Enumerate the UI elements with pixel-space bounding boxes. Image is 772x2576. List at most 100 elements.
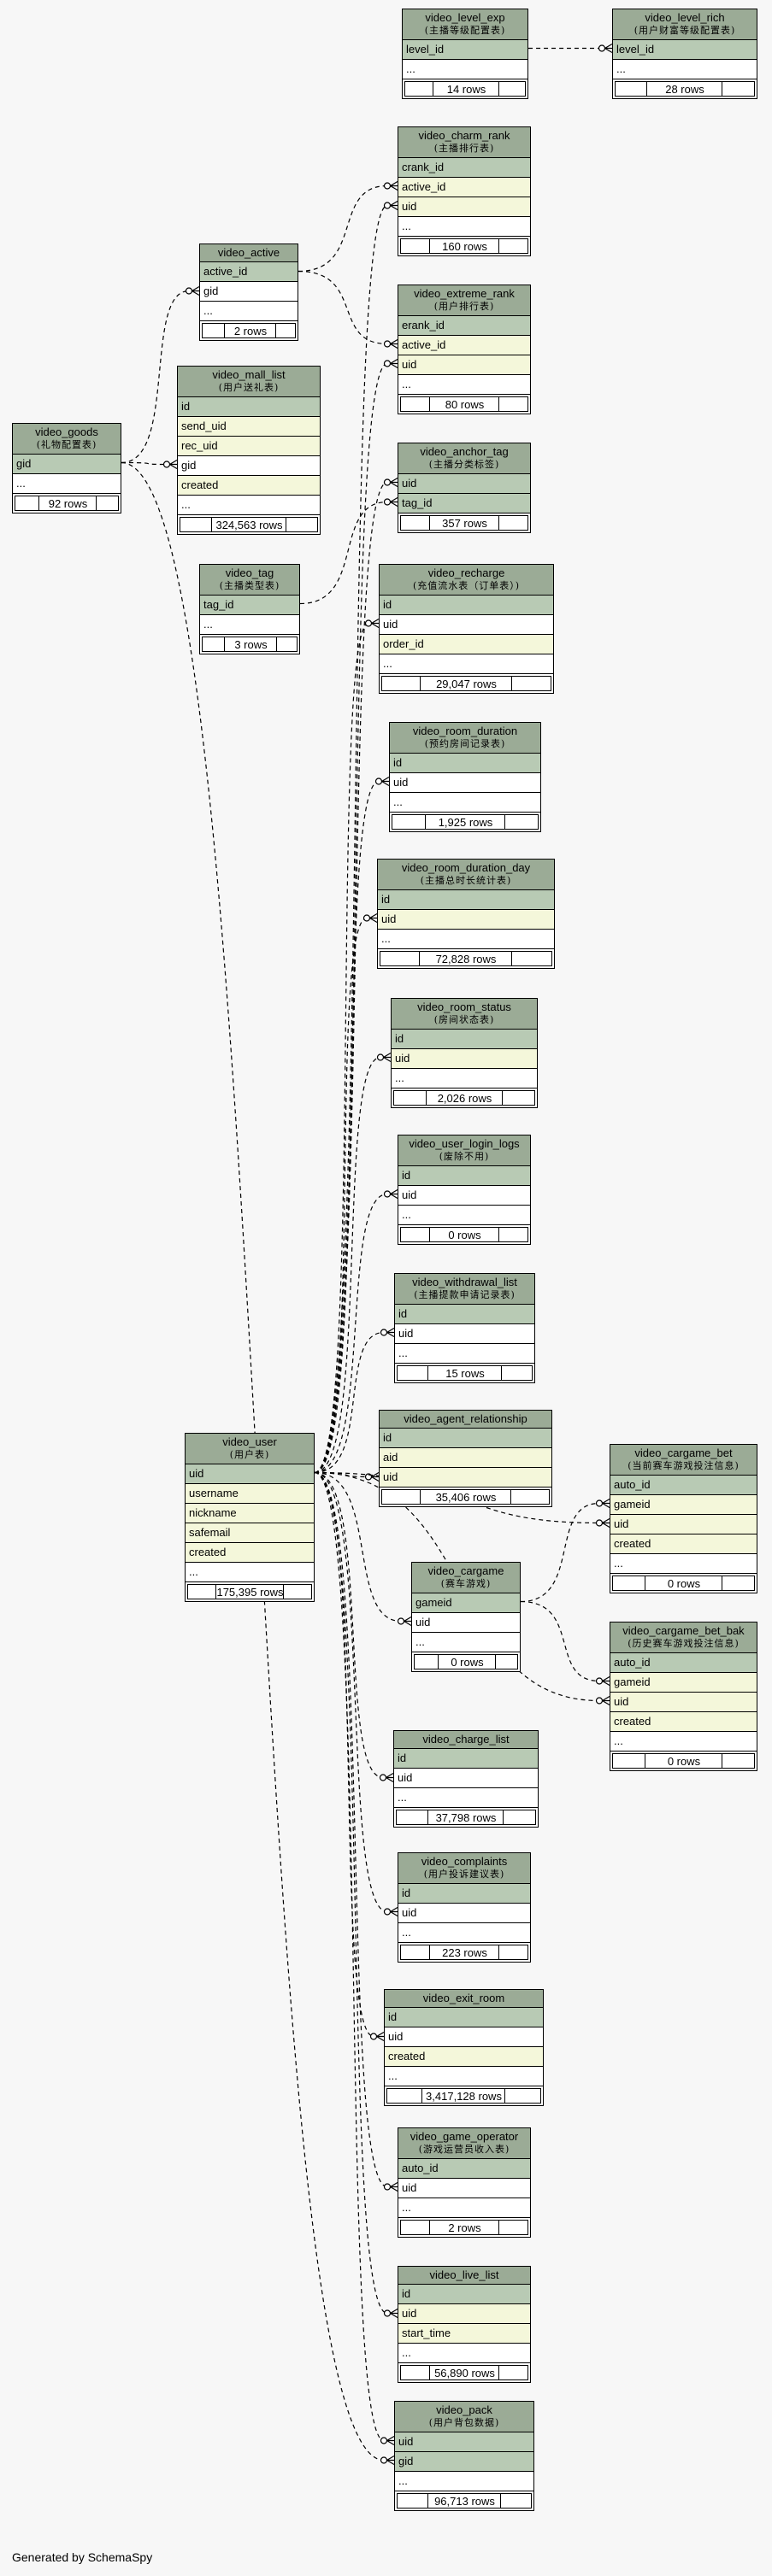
crows-foot-marker (404, 1616, 412, 1627)
relationship-edge (298, 185, 388, 273)
table-comment: (主播排行表) (433, 143, 495, 154)
row-count: 3,417,128 rows (421, 2088, 506, 2104)
row-count: 2 rows (429, 2220, 500, 2235)
footer-cell (722, 81, 755, 97)
column-row: created (610, 1712, 757, 1732)
footer-cell (498, 1945, 528, 1960)
column-row: ... (398, 1206, 530, 1225)
footer-cell (498, 1227, 528, 1242)
column-row: ... (398, 375, 530, 395)
row-count: 0 rows (645, 1753, 723, 1769)
column-row: id (385, 2008, 543, 2027)
table-comment: (礼物配置表) (36, 439, 97, 450)
row-count-footer: 0 rows (610, 1574, 757, 1593)
table-header: video_live_list (398, 2267, 530, 2285)
table-header: video_withdrawal_list(主播提款申请记录表) (395, 1274, 534, 1305)
optional-marker (162, 461, 171, 468)
column-row: ... (13, 474, 121, 494)
row-count: 56,890 rows (429, 2365, 500, 2380)
column-row: uid (398, 2179, 530, 2198)
table-video-goods: video_goods(礼物配置表)gid...92 rows (12, 423, 121, 513)
row-count: 80 rows (429, 396, 500, 412)
optional-marker (383, 478, 392, 486)
column-row: active_id (398, 336, 530, 355)
table-comment: (主播等级配置表) (424, 25, 506, 36)
row-count-footer: 96,713 rows (395, 2491, 533, 2510)
table-comment: (当前赛车游戏投注信息) (628, 1460, 740, 1471)
optional-marker (380, 2437, 388, 2444)
row-count-footer: 0 rows (412, 1652, 520, 1671)
optional-marker (383, 182, 392, 190)
column-row: gid (395, 2452, 533, 2472)
relationship-edge (121, 461, 168, 466)
relationship-edge (314, 1056, 381, 1474)
column-row: ... (398, 1923, 530, 1943)
optional-marker (380, 1329, 388, 1336)
column-row: ... (178, 496, 320, 515)
column-row: uid (398, 355, 530, 375)
column-row: uid (378, 910, 554, 930)
optional-marker (362, 914, 371, 922)
column-row: id (398, 2285, 530, 2304)
column-row: send_uid (178, 417, 320, 437)
crows-foot-marker (390, 200, 398, 211)
table-name: video_level_rich (645, 11, 725, 24)
row-count-footer: 37,798 rows (394, 1808, 538, 1827)
table-header: video_room_duration(预约房间记录表) (390, 723, 540, 754)
crows-foot-marker (602, 1695, 610, 1706)
column-row: ... (398, 217, 530, 237)
row-count-footer: 2 rows (398, 2218, 530, 2237)
column-row: ... (395, 2472, 533, 2491)
row-count-footer: 223 rows (398, 1943, 530, 1962)
footer-cell (503, 1810, 536, 1825)
table-name: video_game_operator (410, 2130, 519, 2143)
column-row: created (610, 1534, 757, 1554)
table-header: video_pack(用户背包数据) (395, 2402, 533, 2432)
row-count-footer: 35,406 rows (380, 1488, 551, 1506)
crows-foot-marker (390, 358, 398, 369)
footer-cell (392, 814, 427, 830)
table-name: video_room_status (417, 1000, 511, 1013)
crows-foot-marker (369, 912, 378, 924)
table-comment: (预约房间记录表) (424, 738, 506, 749)
optional-marker (383, 1190, 392, 1198)
footer-cell (502, 1090, 535, 1106)
column-row: ... (390, 793, 540, 813)
table-header: video_cargame_bet_bak(历史赛车游戏投注信息) (610, 1622, 757, 1653)
table-comment: (历史赛车游戏投注信息) (628, 1638, 740, 1649)
relationship-edge (314, 1471, 388, 1913)
table-name: video_user (222, 1435, 277, 1448)
column-row: username (186, 1484, 314, 1504)
column-row: erank_id (398, 316, 530, 336)
footer-cell (612, 1753, 646, 1769)
footer-cell (96, 496, 119, 511)
row-count: 72,828 rows (419, 951, 513, 966)
footer-cell (404, 81, 434, 97)
column-row: uid (186, 1464, 314, 1484)
footer-cell (397, 2493, 429, 2509)
column-row: uid (380, 615, 553, 635)
column-row: id (394, 1749, 538, 1769)
table-video-level-exp: video_level_exp(主播等级配置表)level_id...14 ro… (402, 9, 528, 99)
table-name: video_cargame_bet (634, 1446, 733, 1459)
crows-foot-marker (390, 2181, 398, 2192)
column-row: ... (395, 1344, 534, 1364)
column-row: uid (392, 1049, 537, 1069)
optional-marker (374, 777, 383, 785)
row-count: 0 rows (429, 1227, 500, 1242)
optional-marker (369, 2033, 378, 2040)
footer-cell (498, 396, 528, 412)
crows-foot-marker (386, 1327, 395, 1338)
column-row: aid (380, 1448, 551, 1468)
crows-foot-marker (602, 1675, 610, 1687)
crows-foot-marker (381, 776, 390, 787)
table-name: video_room_duration (412, 725, 518, 737)
relationship-edge (314, 481, 388, 1474)
table-header: video_anchor_tag(主播分类标签) (398, 443, 530, 474)
